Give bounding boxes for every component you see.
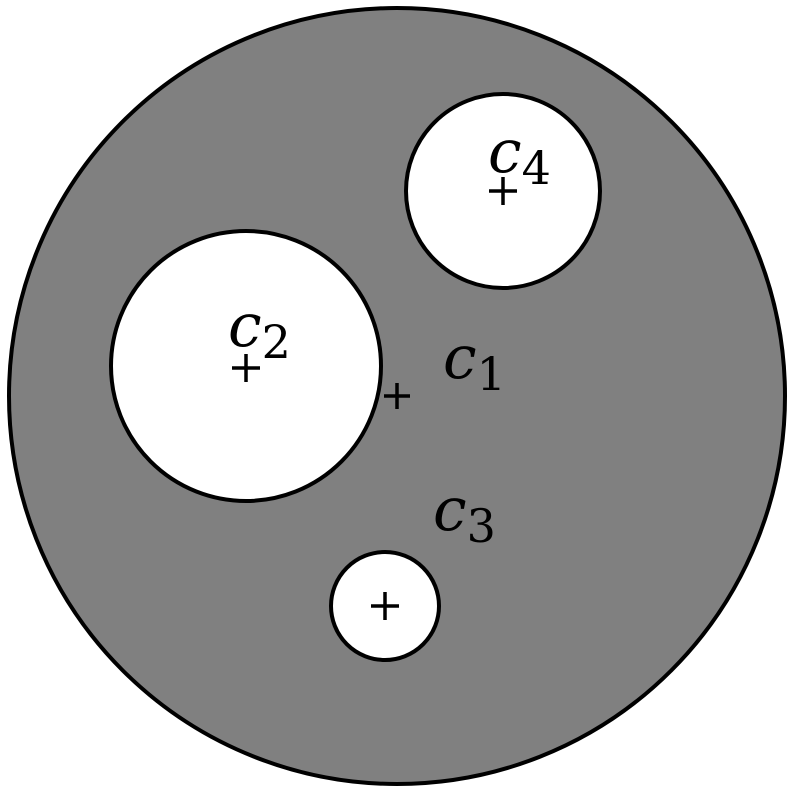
center-marker-c3 [371, 592, 399, 620]
center-marker-c4 [489, 177, 517, 205]
center-marker-c2 [232, 354, 260, 382]
label-c1: c1 [443, 323, 506, 401]
center-marker-c1 [384, 383, 410, 409]
label-c2: c2 [228, 291, 291, 369]
label-c4: c4 [488, 117, 551, 195]
label-c3: c3 [433, 475, 496, 553]
